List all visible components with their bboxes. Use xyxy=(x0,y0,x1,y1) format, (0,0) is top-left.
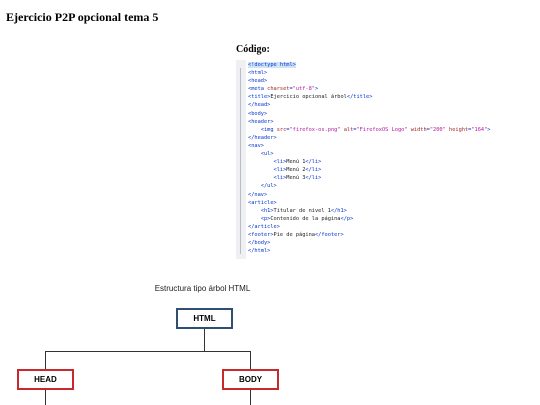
tree-node-body: BODY xyxy=(222,369,279,390)
code-token: = xyxy=(468,126,472,133)
code-token: "FirefoxOS Logo" xyxy=(356,126,408,133)
code-token: </body> xyxy=(248,240,271,247)
code-token: </head> xyxy=(248,102,271,109)
code-token: <header> xyxy=(248,118,274,125)
code-token: <ul> xyxy=(248,151,274,158)
code-token: <li> xyxy=(248,167,287,174)
code-token: <li> xyxy=(248,159,287,166)
code-token: </html> xyxy=(248,248,271,255)
code-token: "firefox-os.png" xyxy=(289,126,341,133)
code-token: <title> xyxy=(248,94,271,101)
code-line: <header> xyxy=(248,118,491,126)
code-token: Ejercicio opcional árbol xyxy=(270,94,347,101)
code-token: </h1> xyxy=(330,207,347,214)
page-title: Ejercicio P2P opcional tema 5 xyxy=(6,10,159,24)
code-token: <footer> xyxy=(248,231,274,238)
tree-connector-body-down xyxy=(250,390,251,405)
code-panel: <!doctype html> <html><head><meta charset… xyxy=(236,60,532,260)
code-token: <body> xyxy=(248,110,268,117)
code-token: <nav> xyxy=(248,142,264,149)
code-token: > xyxy=(315,86,319,93)
code-token: </title> xyxy=(346,94,373,101)
code-token: </ul> xyxy=(248,183,277,190)
code-token: </li> xyxy=(305,175,322,182)
fold-guide-line xyxy=(240,68,241,254)
code-token: Menú 2 xyxy=(286,167,306,174)
tree-connector-head-down xyxy=(45,390,46,405)
code-line: <h1>Titular de nivel 1</h1> xyxy=(248,207,491,215)
code-token: src xyxy=(276,126,287,133)
code-token: > xyxy=(487,126,491,133)
code-token: <p> xyxy=(248,215,271,222)
code-token: "utf-8" xyxy=(292,86,315,93)
code-token: <img xyxy=(248,126,277,133)
tree-connector-horizontal xyxy=(45,351,251,352)
code-token: Titular de nivel 1 xyxy=(273,207,331,214)
code-line: <meta charset="utf-8"> xyxy=(248,85,491,93)
tree-connector-body-up xyxy=(250,351,251,369)
code-token: </footer> xyxy=(314,231,344,238)
code-token: </article> xyxy=(248,223,280,230)
code-token: Contenido de la página xyxy=(270,215,341,222)
code-line: <article> xyxy=(248,199,491,207)
code-line: <nav> xyxy=(248,142,491,150)
code-line: </ul> xyxy=(248,182,491,190)
code-token: = xyxy=(426,126,430,133)
code-token: </li> xyxy=(305,159,322,166)
tree-connector-head-up xyxy=(45,351,46,369)
code-gutter xyxy=(236,60,246,259)
code-line: <li>Menú 3</li> xyxy=(248,174,491,182)
code-token: Menú 1 xyxy=(286,159,306,166)
code-line: </html> xyxy=(248,247,491,255)
code-token: = xyxy=(353,126,357,133)
code-token: = xyxy=(286,126,290,133)
code-token: <article> xyxy=(248,199,277,206)
code-line: <body> xyxy=(248,110,491,118)
code-token: alt xyxy=(340,126,354,133)
code-line: </head> xyxy=(248,101,491,109)
code-token: <li> xyxy=(248,175,287,182)
code-line: </header> xyxy=(248,134,491,142)
code-token: </li> xyxy=(305,167,322,174)
code-token: height xyxy=(445,126,469,133)
code-line: <html> xyxy=(248,69,491,77)
code-line: <head> xyxy=(248,77,491,85)
code-token: </header> xyxy=(248,134,277,141)
code-line: </body> xyxy=(248,239,491,247)
code-line: <li>Menú 1</li> xyxy=(248,158,491,166)
code-token: <!doctype html> xyxy=(248,62,296,68)
code-line: <footer>Pie de página</footer> xyxy=(248,231,491,239)
code-token: <head> xyxy=(248,78,268,85)
tree-caption: Estructura tipo árbol HTML xyxy=(154,284,251,293)
code-token: = xyxy=(289,86,293,93)
code-line: <p>Contenido de la página</p> xyxy=(248,215,491,223)
code-label: Código: xyxy=(236,44,270,55)
code-token: "200" xyxy=(429,126,446,133)
code-token: Pie de página xyxy=(273,231,315,238)
code-token: <h1> xyxy=(248,207,274,214)
code-line: <li>Menú 2</li> xyxy=(248,166,491,174)
code-token: <meta xyxy=(248,86,268,93)
code-line: <img src="firefox-os.png" alt="FirefoxOS… xyxy=(248,126,491,134)
code-line: </nav> xyxy=(248,191,491,199)
code-token: charset xyxy=(267,86,290,93)
code-lines: <!doctype html> <html><head><meta charset… xyxy=(248,61,491,255)
code-token: Menú 3 xyxy=(286,175,306,182)
tree-node-html: HTML xyxy=(176,308,233,329)
code-token: width xyxy=(407,126,427,133)
tree-connector-root-down xyxy=(204,329,205,351)
code-line: <ul> xyxy=(248,150,491,158)
code-token: </p> xyxy=(340,215,354,222)
code-token: <html> xyxy=(248,70,268,77)
code-line: <!doctype html> xyxy=(248,61,491,69)
code-token: "164" xyxy=(471,126,488,133)
code-token: </nav> xyxy=(248,191,268,198)
code-line: </article> xyxy=(248,223,491,231)
code-line: <title>Ejercicio opcional árbol</title> xyxy=(248,93,491,101)
tree-node-head: HEAD xyxy=(17,369,74,390)
